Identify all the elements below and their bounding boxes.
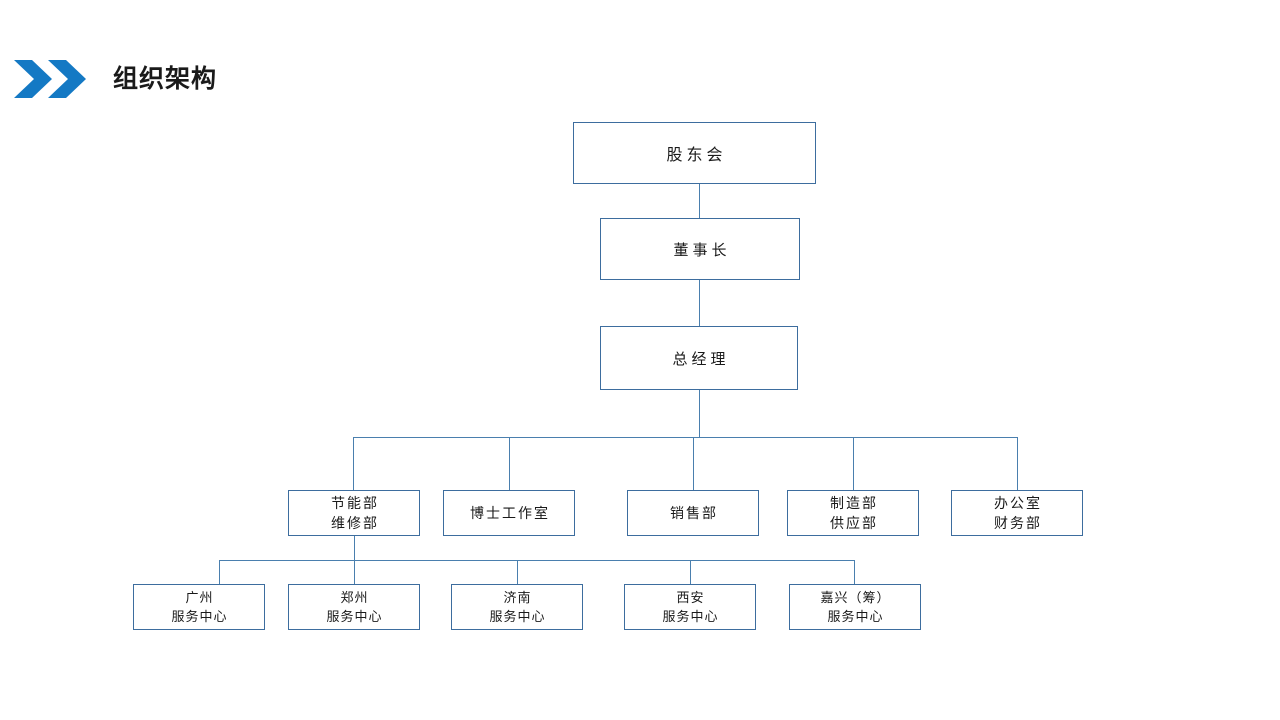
org-node-svc-xian[interactable]: 西安 服务中心	[624, 584, 756, 630]
org-node-label-line1: 嘉兴（筹）	[820, 590, 891, 605]
connector-bus-to-svc-xian	[690, 560, 691, 584]
page-header: 组织架构	[0, 0, 1280, 120]
connector-gm-stem	[699, 390, 700, 437]
org-node-label-line2: 供应部	[830, 515, 878, 531]
connector-bus-to-dept-doctor-studio	[509, 437, 510, 490]
org-node-label-line1: 制造部	[830, 495, 878, 511]
org-node-dept-sales[interactable]: 销售部	[627, 490, 759, 536]
connector-bus-to-svc-guangzhou	[219, 560, 220, 584]
org-node-chairman[interactable]: 董事长	[600, 218, 800, 280]
connector-bus-to-dept-sales	[693, 437, 694, 490]
connector-bus-to-svc-zhengzhou	[354, 560, 355, 584]
connector-service-center-bus	[219, 560, 855, 561]
org-node-label: 股东会	[666, 147, 727, 164]
org-node-label: 总经理	[672, 350, 730, 368]
connector-bus-to-dept-office	[1017, 437, 1018, 490]
connector-bus-to-svc-jiaxing	[854, 560, 855, 584]
org-node-label-line2: 服务中心	[662, 609, 719, 624]
connector-bus-to-svc-jinan	[517, 560, 518, 584]
org-node-label-line1: 济南	[503, 590, 532, 605]
org-node-label-line2: 服务中心	[489, 609, 546, 624]
org-node-label-line1: 广州	[185, 590, 214, 605]
org-node-label-line1: 办公室	[994, 495, 1042, 511]
org-node-svc-jinan[interactable]: 济南 服务中心	[451, 584, 583, 630]
org-node-dept-manufacturing[interactable]: 制造部 供应部	[787, 490, 919, 536]
connector-bus-to-dept-energy	[353, 437, 354, 490]
org-node-dept-doctor-studio[interactable]: 博士工作室	[443, 490, 575, 536]
org-node-label-line1: 西安	[676, 590, 705, 605]
org-node-label-line1: 销售部	[670, 505, 718, 521]
org-node-dept-energy[interactable]: 节能部 维修部	[288, 490, 420, 536]
org-node-label-line2: 服务中心	[827, 609, 884, 624]
org-node-shareholders[interactable]: 股东会	[573, 122, 816, 184]
org-node-general-manager[interactable]: 总经理	[600, 326, 798, 390]
connector-department-bus	[353, 437, 1017, 438]
org-node-svc-guangzhou[interactable]: 广州 服务中心	[133, 584, 265, 630]
org-node-label-line2: 维修部	[331, 515, 379, 531]
org-node-label: 董事长	[673, 241, 731, 259]
connector-chairman-generalmanager	[699, 280, 700, 326]
org-node-label-line1: 博士工作室	[470, 505, 550, 521]
org-node-dept-office[interactable]: 办公室 财务部	[951, 490, 1083, 536]
org-node-svc-zhengzhou[interactable]: 郑州 服务中心	[288, 584, 420, 630]
org-node-label-line2: 服务中心	[326, 609, 383, 624]
connector-bus-to-dept-manufacturing	[853, 437, 854, 490]
connector-dept-energy-stem	[354, 536, 355, 560]
org-node-label-line2: 财务部	[994, 515, 1042, 531]
page-title: 组织架构	[113, 65, 218, 93]
org-node-label-line2: 服务中心	[171, 609, 228, 624]
org-node-label-line1: 郑州	[340, 590, 369, 605]
org-node-label-line1: 节能部	[331, 495, 379, 511]
org-node-svc-jiaxing[interactable]: 嘉兴（筹） 服务中心	[789, 584, 921, 630]
connector-shareholders-chairman	[699, 184, 700, 218]
double-chevron-right-icon	[14, 60, 86, 98]
